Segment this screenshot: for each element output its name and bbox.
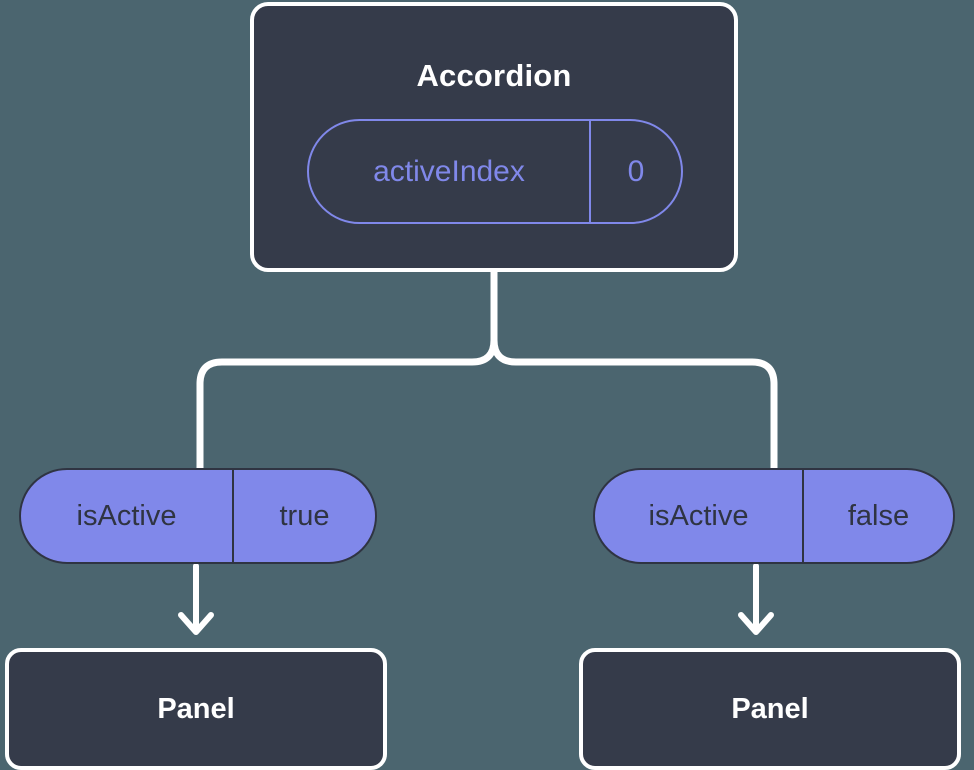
state-badge-active-index[interactable]: activeIndex 0 (307, 119, 683, 224)
prop-pill-divider (802, 470, 804, 562)
connector-branch-right (490, 336, 778, 472)
node-accordion-title: Accordion (416, 58, 572, 93)
node-panel-left[interactable]: Panel (5, 648, 387, 770)
connector-branch-left (196, 336, 498, 472)
state-badge-key: activeIndex (373, 154, 525, 188)
prop-pill-value: true (279, 499, 330, 532)
arrow-head-left-icon (178, 612, 214, 635)
node-panel-left-title: Panel (157, 692, 235, 725)
node-panel-right-title: Panel (731, 692, 809, 725)
prop-pill-is-active-true[interactable]: isActive true (19, 468, 377, 564)
state-badge-divider (589, 121, 591, 222)
node-accordion[interactable]: Accordion (250, 2, 738, 272)
prop-pill-key: isActive (76, 499, 177, 532)
state-badge-value: 0 (627, 154, 645, 188)
arrow-head-right-icon (738, 612, 774, 635)
prop-pill-key: isActive (648, 499, 749, 532)
prop-pill-divider (232, 470, 234, 562)
prop-pill-is-active-false[interactable]: isActive false (593, 468, 955, 564)
node-panel-right[interactable]: Panel (579, 648, 961, 770)
prop-pill-value: false (847, 499, 910, 532)
